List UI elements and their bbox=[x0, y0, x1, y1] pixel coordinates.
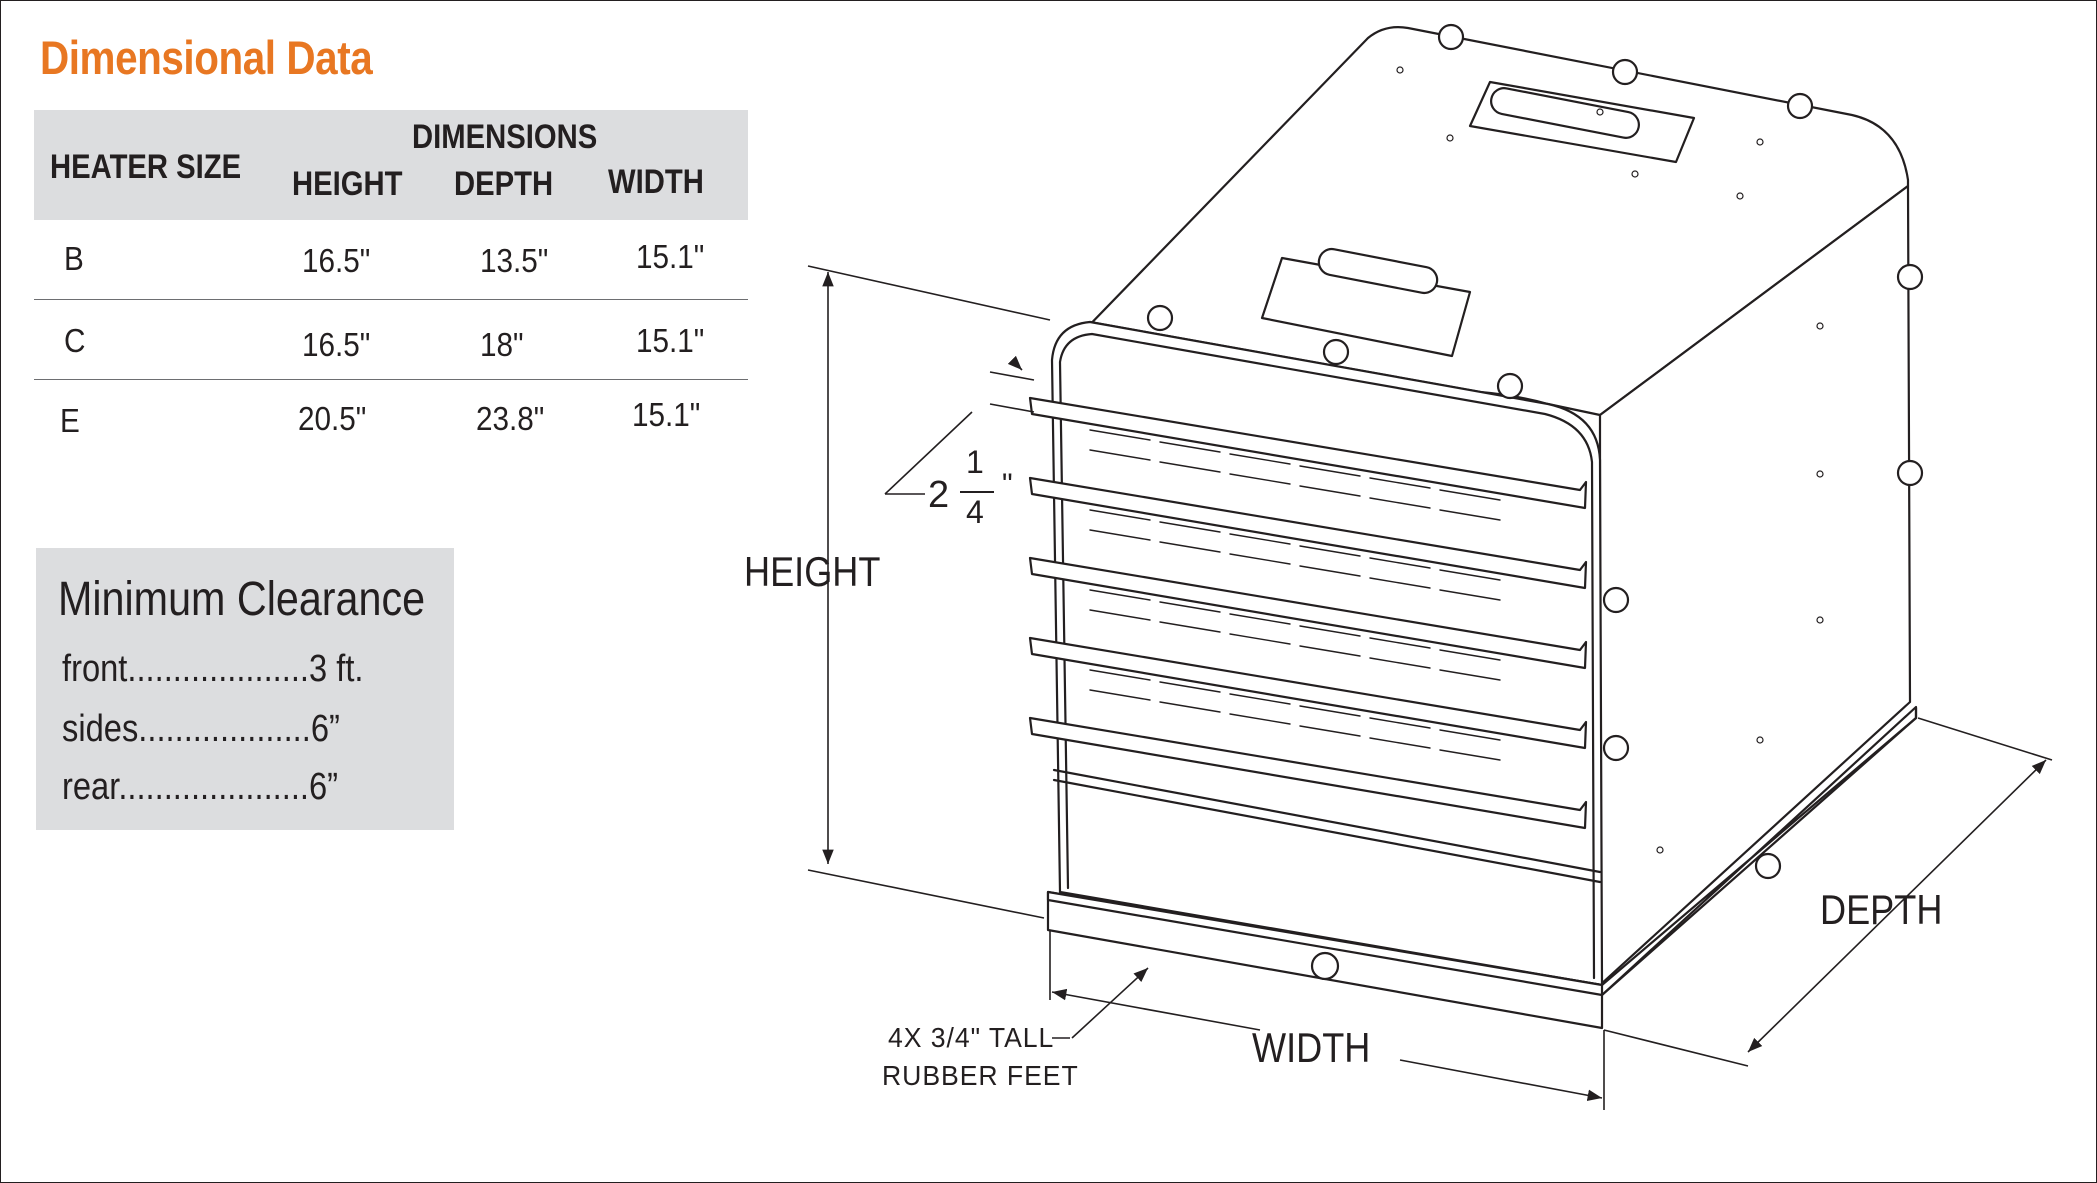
clearance-label: rear bbox=[62, 766, 119, 808]
clearance-title: Minimum Clearance bbox=[58, 573, 426, 626]
table-row: E 20.5" 23.8" 15.1" bbox=[34, 380, 748, 459]
header-dimensions: DIMENSIONS bbox=[412, 118, 598, 156]
handle-front bbox=[1260, 247, 1472, 358]
feet-note-line2: RUBBER FEET bbox=[882, 1060, 1079, 1091]
clearance-value: 6” bbox=[308, 766, 339, 808]
louver-numerator: 1 bbox=[966, 444, 984, 480]
clearance-label: front bbox=[62, 648, 128, 690]
depth-dim-line bbox=[1747, 759, 2047, 1053]
cell-depth: 13.5" bbox=[480, 242, 549, 279]
cell-height: 16.5" bbox=[302, 242, 371, 279]
width-dim-line bbox=[1051, 988, 1261, 1031]
cell-size: B bbox=[64, 240, 84, 277]
clearance-front: front....................3 ft. bbox=[62, 648, 363, 691]
header-depth: DEPTH bbox=[454, 165, 554, 203]
leader-dots: ..................... bbox=[118, 766, 309, 808]
cell-height: 20.5" bbox=[298, 400, 367, 437]
cell-height: 16.5" bbox=[302, 326, 371, 363]
clearance-value: 6” bbox=[310, 708, 340, 750]
clearance-rear: rear.....................6” bbox=[62, 766, 338, 809]
clearance-value: 3 ft. bbox=[308, 648, 364, 690]
page-title: Dimensional Data bbox=[40, 31, 373, 84]
handle-top bbox=[1468, 80, 1696, 164]
table-row: B 16.5" 13.5" 15.1" bbox=[34, 220, 748, 300]
table-header: HEATER SIZE DIMENSIONS HEIGHT DEPTH WIDT… bbox=[34, 110, 748, 220]
louver-whole: 2 bbox=[928, 474, 950, 516]
cell-width: 15.1" bbox=[636, 238, 705, 275]
width-label: WIDTH bbox=[1252, 1024, 1371, 1071]
table-row: C 16.5" 18" 15.1" bbox=[34, 300, 748, 380]
screw-dots bbox=[1396, 66, 1824, 854]
cell-depth: 23.8" bbox=[476, 400, 545, 437]
feet-note-line1: 4X 3/4" TALL bbox=[888, 1022, 1055, 1053]
leader-dots: ................... bbox=[138, 708, 311, 750]
header-height: HEIGHT bbox=[292, 165, 403, 203]
clearance-label: sides bbox=[62, 708, 139, 750]
louver-unit: " bbox=[1002, 468, 1013, 501]
clearance-sides: sides...................6” bbox=[62, 708, 340, 751]
header-heater-size: HEATER SIZE bbox=[50, 148, 242, 186]
leader-dots: .................... bbox=[127, 648, 309, 690]
clearance-panel: Minimum Clearance front.................… bbox=[36, 548, 454, 830]
cell-depth: 18" bbox=[480, 326, 524, 363]
cell-width: 15.1" bbox=[636, 322, 705, 359]
cell-size: E bbox=[60, 402, 80, 439]
dimensions-table: HEATER SIZE DIMENSIONS HEIGHT DEPTH WIDT… bbox=[34, 110, 748, 459]
louver-denominator: 4 bbox=[966, 494, 984, 530]
depth-label: DEPTH bbox=[1820, 886, 1943, 933]
louvers bbox=[1028, 396, 1588, 830]
height-label: HEIGHT bbox=[744, 548, 881, 595]
grille bbox=[1089, 429, 1501, 761]
cell-size: C bbox=[64, 322, 86, 359]
cell-width: 15.1" bbox=[632, 396, 701, 433]
header-width: WIDTH bbox=[608, 163, 704, 201]
